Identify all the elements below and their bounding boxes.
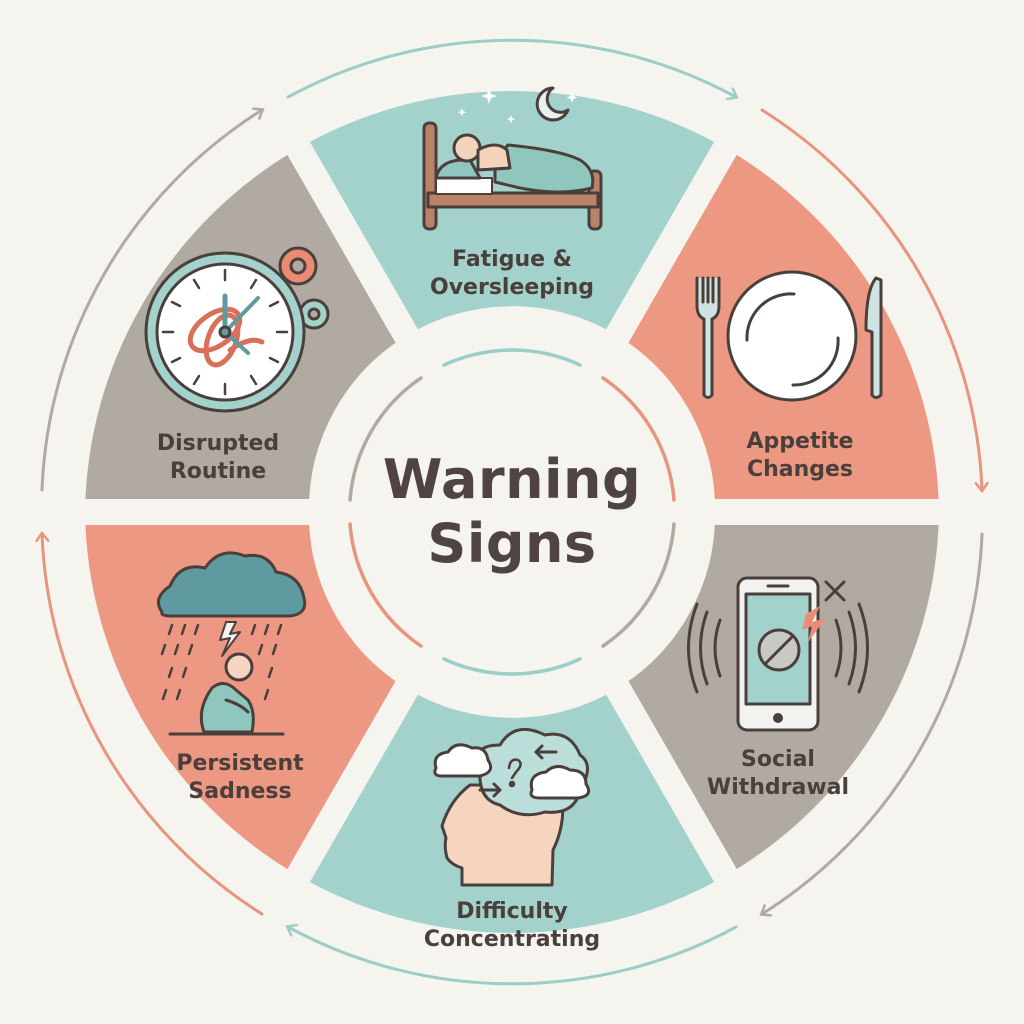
center-disc xyxy=(336,336,688,688)
gear-icon-small xyxy=(298,298,330,330)
segment-label-fatigue: Fatigue & Oversleeping xyxy=(430,246,594,302)
segment-label-concentration: Difficulty Concentrating xyxy=(424,898,600,954)
label-line: Routine xyxy=(169,459,267,484)
label-line: Social xyxy=(741,747,815,772)
tangled-clock-icon xyxy=(144,246,330,413)
label-line: Difficulty xyxy=(456,899,568,924)
gear-icon xyxy=(278,246,318,286)
phone-blocked-icon xyxy=(687,576,869,732)
segment-fatigue[interactable] xyxy=(279,65,745,360)
cycle-arrows xyxy=(40,38,984,986)
arrow-upper-right xyxy=(760,108,982,490)
center-title: Warning Signs xyxy=(383,448,641,576)
arrow-lower-right xyxy=(762,532,984,914)
arrow-lower-left xyxy=(42,534,264,916)
arrow-top xyxy=(286,38,736,97)
label-line: Oversleeping xyxy=(430,275,594,300)
foggy-head-icon xyxy=(433,727,591,887)
title-line-1: Warning xyxy=(382,448,642,511)
label-line: Fatigue & xyxy=(452,247,572,272)
segment-label-sadness: Persistent Sadness xyxy=(176,750,303,806)
rain-cloud-person-icon xyxy=(156,551,307,736)
segment-label-appetite: Appetite Changes xyxy=(747,428,854,484)
segment-label-routine: Disrupted Routine xyxy=(157,430,279,486)
label-line: Withdrawal xyxy=(706,775,850,800)
label-line: Sadness xyxy=(188,779,292,804)
title-line-2: Signs xyxy=(427,512,597,575)
label-line: Changes xyxy=(746,457,854,482)
label-line: Concentrating xyxy=(423,927,601,952)
arrow-bottom xyxy=(288,927,738,986)
plate-fork-knife-icon xyxy=(695,270,883,402)
center-ring-arcs xyxy=(348,348,676,676)
label-line: Disrupted xyxy=(156,431,280,456)
label-line: Persistent xyxy=(176,751,304,776)
arrow-upper-left xyxy=(40,110,262,492)
segment-label-social: Social Withdrawal xyxy=(707,746,849,802)
label-line: Appetite xyxy=(746,429,854,454)
bed-sleep-icon xyxy=(422,86,603,231)
